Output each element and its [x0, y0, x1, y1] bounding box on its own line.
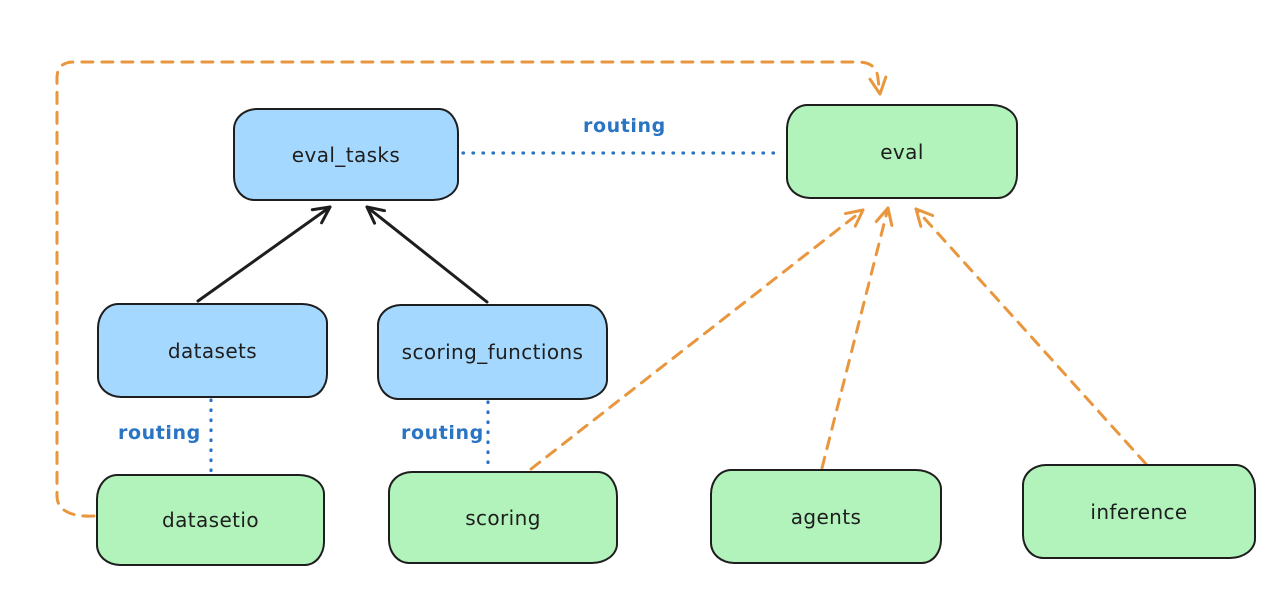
node-inference-label: inference: [1090, 499, 1188, 524]
node-eval-label: eval: [880, 139, 924, 164]
node-agents: agents: [710, 469, 942, 564]
edge-inference-to-eval: [914, 207, 1148, 466]
node-scoring-label: scoring: [465, 505, 541, 530]
node-datasetio: datasetio: [96, 474, 325, 566]
node-scoring: scoring: [388, 471, 618, 564]
node-eval: eval: [786, 104, 1018, 199]
node-eval-tasks: eval_tasks: [233, 108, 459, 201]
edge-datasets-to-eval-tasks: [196, 205, 332, 303]
edge-label-routing-eval-tasks-eval: routing: [583, 115, 666, 137]
edge-datasetio-to-eval: [55, 60, 888, 518]
node-agents-label: agents: [790, 504, 862, 529]
node-datasets: datasets: [97, 303, 328, 398]
edge-label-routing-datasets-datasetio: routing: [118, 422, 201, 444]
node-eval-tasks-label: eval_tasks: [291, 142, 401, 167]
edge-label-routing-scoring-functions-scoring: routing: [401, 422, 484, 444]
node-scoring-functions: scoring_functions: [377, 304, 608, 400]
edge-agents-to-eval: [820, 206, 894, 470]
edge-scoring-to-eval: [529, 208, 865, 471]
node-scoring-functions-label: scoring_functions: [401, 340, 584, 364]
node-datasetio-label: datasetio: [161, 508, 259, 532]
node-datasets-label: datasets: [167, 338, 258, 363]
edge-scoring-functions-to-eval-tasks: [365, 205, 489, 304]
node-inference: inference: [1022, 464, 1256, 559]
